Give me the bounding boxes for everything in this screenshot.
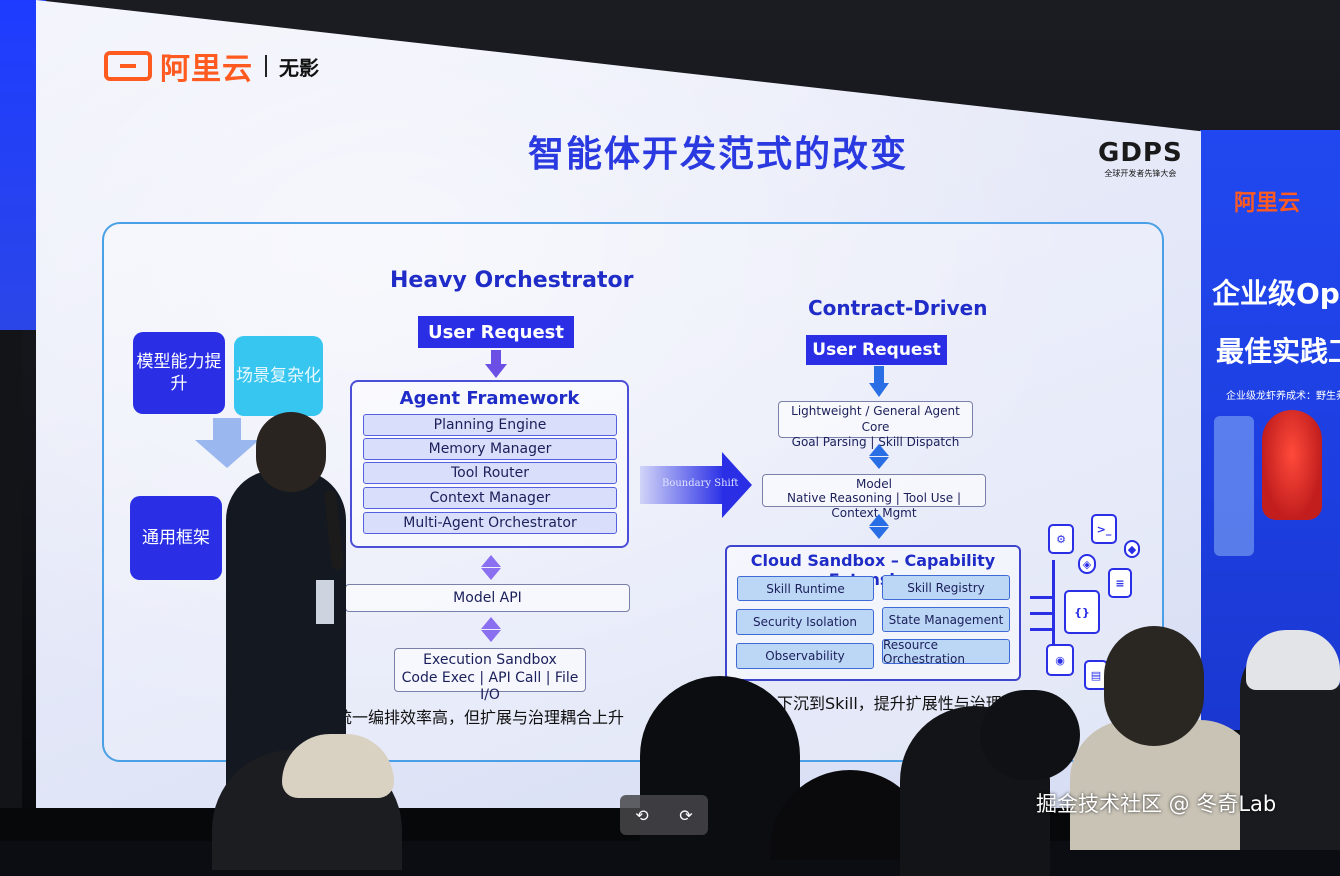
contract-arrow-2-up [869,444,889,456]
skill-connector-arrow-3 [1030,628,1054,631]
brand-product: 无影 [279,55,319,80]
contract-arrow-2-down [869,457,889,469]
skill-connector-line [1052,560,1055,644]
component-planning-engine: Planning Engine [363,414,617,436]
contract-model-title: Model [855,477,893,491]
model-api-box: Model API [345,584,630,612]
boundary-shift-label: Boundary Shift [662,478,739,489]
contract-arrow-1 [869,383,889,397]
heavy-arrow-1-stem [491,350,501,364]
component-multi-agent-orchestrator: Multi-Agent Orchestrator [363,512,617,534]
slide-brand: 阿里云 无影 [104,44,319,88]
left-pillar [0,330,22,841]
cloud-skill-runtime: Skill Runtime [737,576,874,601]
left-down-arrow [195,440,259,468]
heavy-arrow-2-up [481,555,501,567]
execution-sandbox-detail: Code Exec | API Call | File I/O [401,669,579,704]
heavy-arrow-3-up [481,617,501,629]
cloud-state-management: State Management [882,607,1010,632]
agent-core-box: Lightweight / General Agent Core Goal Pa… [778,401,973,449]
contract-model-detail: Native Reasoning | Tool Use | Context Mg… [786,491,962,520]
rotate-right-icon[interactable]: ⟳ [679,805,693,825]
slide-title: 智能体开发范式的改变 [528,134,909,175]
execution-sandbox-title: Execution Sandbox [423,652,557,668]
component-memory-manager: Memory Manager [363,438,617,460]
presenter-badge [316,580,334,624]
rotate-left-icon[interactable]: ⟲ [635,805,649,825]
contract-arrow-3-up [869,514,889,526]
contract-arrow-3-down [869,527,889,539]
event-logo-mark: GDPS [1098,138,1183,168]
component-context-manager: Context Manager [363,487,617,509]
heavy-arrow-1 [485,364,507,378]
audience-member [1104,626,1204,746]
image-rotate-toolbar: ⟲ ⟳ [620,795,708,835]
side-screen-title-line-1: 企业级OpenC [1212,277,1340,310]
brand-separator [265,55,267,77]
watermark: 掘金技术社区 @ 冬奇Lab [1036,792,1277,816]
contract-arrow-1-stem [874,366,884,384]
event-logo-subtitle: 全球开发者先锋大会 [1104,169,1177,178]
cube-icon: ◈ [1078,554,1096,574]
terminal-icon: >_ [1091,514,1117,544]
agent-core-detail: Goal Parsing | Skill Dispatch [791,435,960,450]
heavy-arrow-3-down [481,630,501,642]
lobster-mascot [1262,410,1322,520]
heavy-arrow-2-down [481,568,501,580]
agent-core-title: Lightweight / General Agent Core [791,404,960,434]
agent-framework-title: Agent Framework [399,388,580,409]
side-screen-title-line-2: 最佳实践工 [1216,335,1340,368]
cloud-security-isolation: Security Isolation [736,609,874,635]
heavy-orchestrator-title: Heavy Orchestrator [390,268,634,293]
presenter-head [256,412,326,492]
hexagon-icon: ◆ [1124,540,1140,558]
component-tool-router: Tool Router [363,462,617,484]
audience-cap [282,734,394,798]
side-screen-subtitle: 企业级龙虾养成术：野生养虾 → 企 [1226,391,1340,402]
side-screen-logo: 阿里云 [1234,191,1301,216]
heavy-user-request: User Request [418,316,574,348]
block-scene-complexity: 场景复杂化 [234,336,323,416]
aliyun-logo-icon [104,51,152,81]
block-model-ability: 模型能力提升 [133,332,225,414]
contract-driven-title: Contract-Driven [808,296,988,320]
skill-connector-arrow-1 [1030,596,1054,599]
contract-user-request: User Request [806,335,947,365]
audience-member [980,690,1080,780]
heavy-caption: 统一编排效率高，但扩展与治理耦合上升 [336,708,625,727]
cloud-observability: Observability [736,643,874,669]
database-icon: ≡ [1108,568,1132,598]
boundary-shift-arrow-head [722,452,752,518]
broadcast-icon: ◉ [1046,644,1074,676]
left-arrow-stem [213,418,241,442]
cloud-skill-registry: Skill Registry [882,575,1010,600]
side-screen-dashboard-graphic [1214,416,1254,556]
boundary-shift-arrow-body [640,466,724,504]
gear-icon: ⚙ [1048,524,1074,554]
execution-sandbox-box: Execution Sandbox Code Exec | API Call |… [394,648,586,703]
brand-name: 阿里云 [160,52,253,87]
block-general-framework: 通用框架 [130,496,222,580]
audience-cap [1246,630,1340,690]
skill-connector-arrow-2 [1030,612,1054,615]
cloud-resource-orchestration: Resource Orchestration [882,638,1010,666]
contract-model-box: Model Native Reasoning | Tool Use | Cont… [762,474,986,520]
code-document-icon: {} [1064,590,1100,634]
event-logo: GDPS 全球开发者先锋大会 [1098,140,1183,179]
